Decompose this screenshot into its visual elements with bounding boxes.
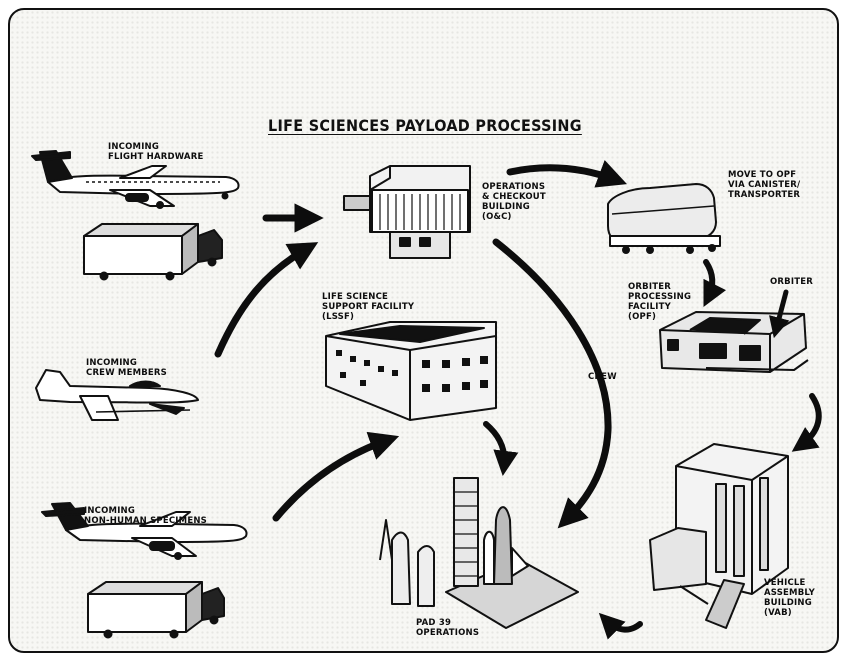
flow-arrows xyxy=(214,160,822,640)
label-pad39: PAD 39 OPERATIONS xyxy=(416,618,480,638)
label-move-to-opf: MOVE TO OPF VIA CANISTER/ TRANSPORTER xyxy=(728,170,801,200)
label-vab: VEHICLE ASSEMBLY BUILDING (VAB) xyxy=(764,578,816,618)
airliner-icon xyxy=(31,150,240,209)
arrow-ocb-to-canister xyxy=(506,160,628,188)
arrow-vab-to-pad xyxy=(598,612,643,640)
arrow-opf-to-vab xyxy=(791,393,822,452)
lssf-building-icon xyxy=(325,321,497,421)
ocb-building-icon xyxy=(343,165,471,259)
label-ocb: OPERATIONS & CHECKOUT BUILDING (O&C) xyxy=(482,182,546,222)
arrow-crew-path xyxy=(492,238,612,529)
truck-icon xyxy=(83,223,223,281)
arrow-specimens-to-lssf xyxy=(272,431,400,522)
cargo-airliner-icon xyxy=(41,502,248,560)
label-opf: ORBITER PROCESSING FACILITY (OPF) xyxy=(628,282,692,322)
arrow-orbiter-pointer xyxy=(769,289,790,339)
label-incoming-crew-members: INCOMING CREW MEMBERS xyxy=(86,358,168,378)
jet-trainer-icon xyxy=(35,369,199,421)
canister-transporter-icon xyxy=(607,183,721,254)
arrow-crew-to-ocb xyxy=(214,242,319,358)
label-incoming-flight-hardware: INCOMING FLIGHT HARDWARE xyxy=(108,142,204,162)
diagram-title: LIFE SCIENCES PAYLOAD PROCESSING xyxy=(268,116,582,135)
label-crew: CREW xyxy=(588,372,617,382)
label-incoming-non-human-specimens: INCOMING NON-HUMAN SPECIMENS xyxy=(84,506,207,526)
arrow-lssf-to-pad xyxy=(483,421,519,477)
label-lssf: LIFE SCIENCE SUPPORT FACILITY (LSSF) xyxy=(322,292,415,322)
vab-building-icon xyxy=(649,443,789,629)
label-orbiter: ORBITER xyxy=(770,277,813,287)
arrow-canister-to-opf xyxy=(703,259,727,308)
launch-pad-icon xyxy=(379,477,579,629)
specimen-truck-icon xyxy=(87,581,225,639)
